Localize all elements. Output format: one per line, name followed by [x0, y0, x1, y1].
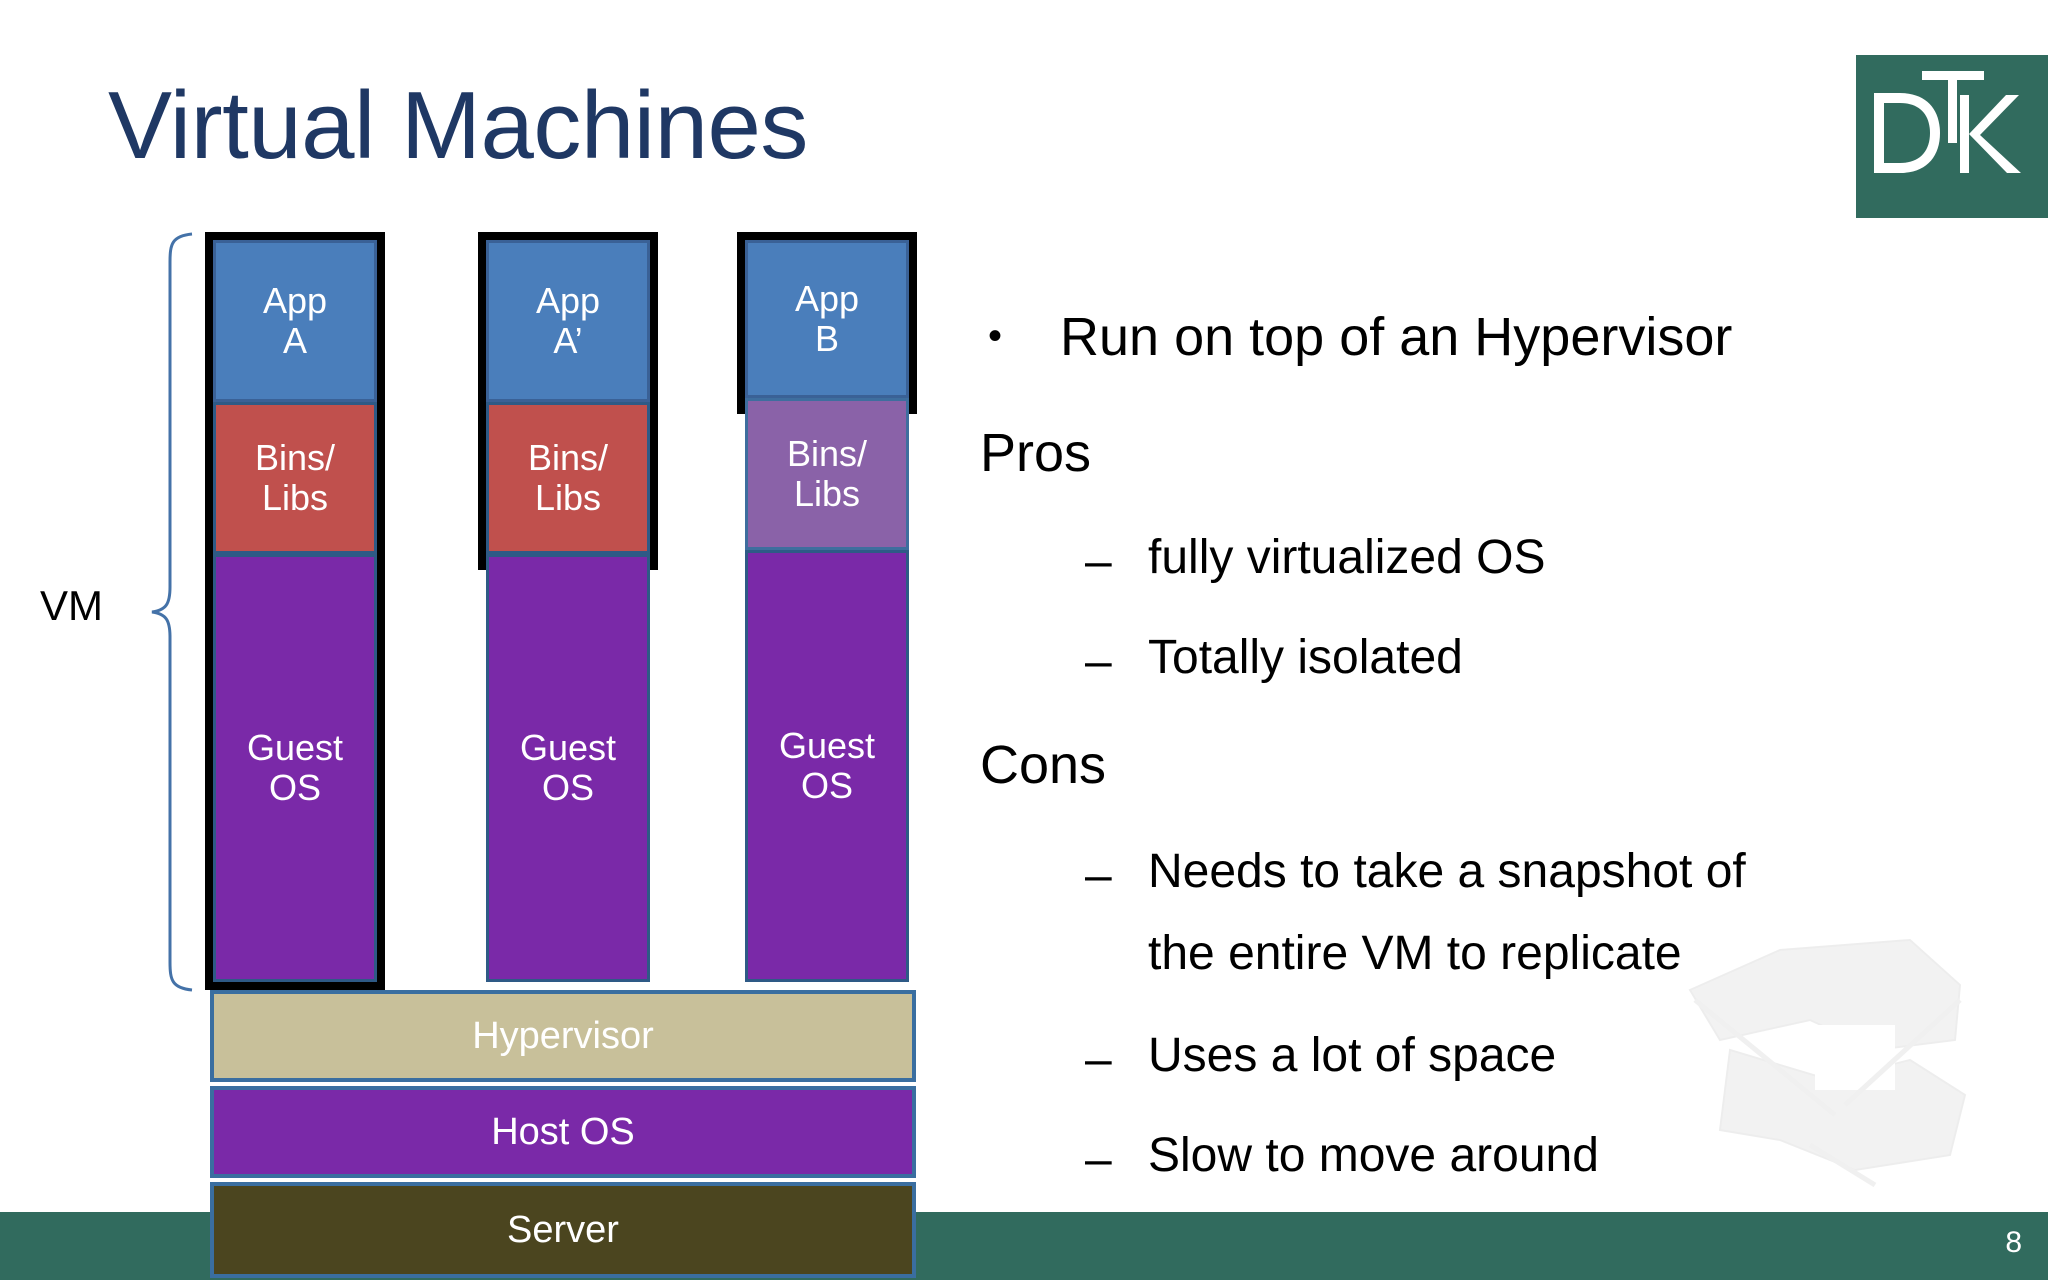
- bins-libs-box-3-label: Bins/ Libs: [786, 432, 868, 514]
- guest-os-box-2-label: Guest OS: [519, 726, 617, 808]
- page-title: Virtual Machines: [108, 72, 808, 179]
- vm-brace: [150, 232, 194, 992]
- cons-item-3: Slow to move around: [1148, 1129, 1599, 1182]
- hypervisor-bar-label: Hypervisor: [472, 1014, 654, 1057]
- decorative-watermark-icon: [1660, 930, 1990, 1200]
- server-bar-label: Server: [507, 1208, 619, 1251]
- pros-heading: Pros: [980, 423, 1092, 483]
- cons-item-2: Uses a lot of space: [1148, 1029, 1557, 1082]
- cons-dash-icon-1: –: [1085, 849, 1112, 902]
- cons-dash-icon-2: –: [1085, 1033, 1112, 1086]
- bullet-dot-icon: •: [988, 314, 1003, 358]
- vm-label: VM: [40, 582, 103, 629]
- dtk-logo-mark: [1874, 71, 2021, 173]
- cons-item-1-line-1: Needs to take a snapshot of: [1148, 845, 1746, 898]
- cons-dash-icon-3: –: [1085, 1133, 1112, 1186]
- host-os-bar: Host OS: [210, 1086, 916, 1178]
- hypervisor-bar: Hypervisor: [210, 990, 916, 1082]
- vm-outline-1: [205, 232, 385, 990]
- app-box-3: App B: [745, 240, 909, 398]
- bins-libs-box-1-label: Bins/ Libs: [254, 436, 336, 518]
- cons-heading: Cons: [980, 735, 1107, 795]
- pros-item-1: fully virtualized OS: [1148, 531, 1546, 584]
- guest-os-box-3: Guest OS: [745, 550, 909, 982]
- pros-dash-icon-1: –: [1085, 535, 1112, 588]
- guest-os-box-1: Guest OS: [213, 554, 377, 982]
- host-os-bar-label: Host OS: [491, 1110, 635, 1153]
- cons-item-1-line-2: the entire VM to replicate: [1148, 927, 1682, 980]
- guest-os-box-1-label: Guest OS: [246, 726, 344, 808]
- vm-stack-3: App B Bins/ Libs Guest OS: [745, 240, 909, 982]
- app-box-2: App A’: [486, 240, 650, 402]
- dtk-logo: [1856, 55, 2048, 218]
- app-box-1-label: App A: [262, 279, 328, 361]
- vm-stack-2: App A’ Bins/ Libs Guest OS: [486, 240, 650, 982]
- bins-libs-box-2-label: Bins/ Libs: [527, 436, 609, 518]
- pros-item-2: Totally isolated: [1148, 631, 1463, 684]
- bins-libs-box-2: Bins/ Libs: [486, 402, 650, 554]
- pros-dash-icon-2: –: [1085, 635, 1112, 688]
- page-number: 8: [2005, 1226, 2022, 1259]
- app-box-1: App A: [213, 240, 377, 402]
- server-bar: Server: [210, 1182, 916, 1278]
- vm-stack-1: App A Bins/ Libs Guest OS: [213, 240, 377, 982]
- guest-os-box-2: Guest OS: [486, 554, 650, 982]
- app-box-3-label: App B: [794, 277, 860, 359]
- app-box-2-label: App A’: [535, 279, 601, 361]
- bins-libs-box-1: Bins/ Libs: [213, 402, 377, 554]
- main-bullet-text: Run on top of an Hypervisor: [1060, 307, 1733, 367]
- guest-os-box-3-label: Guest OS: [778, 724, 876, 806]
- bins-libs-box-3: Bins/ Libs: [745, 398, 909, 550]
